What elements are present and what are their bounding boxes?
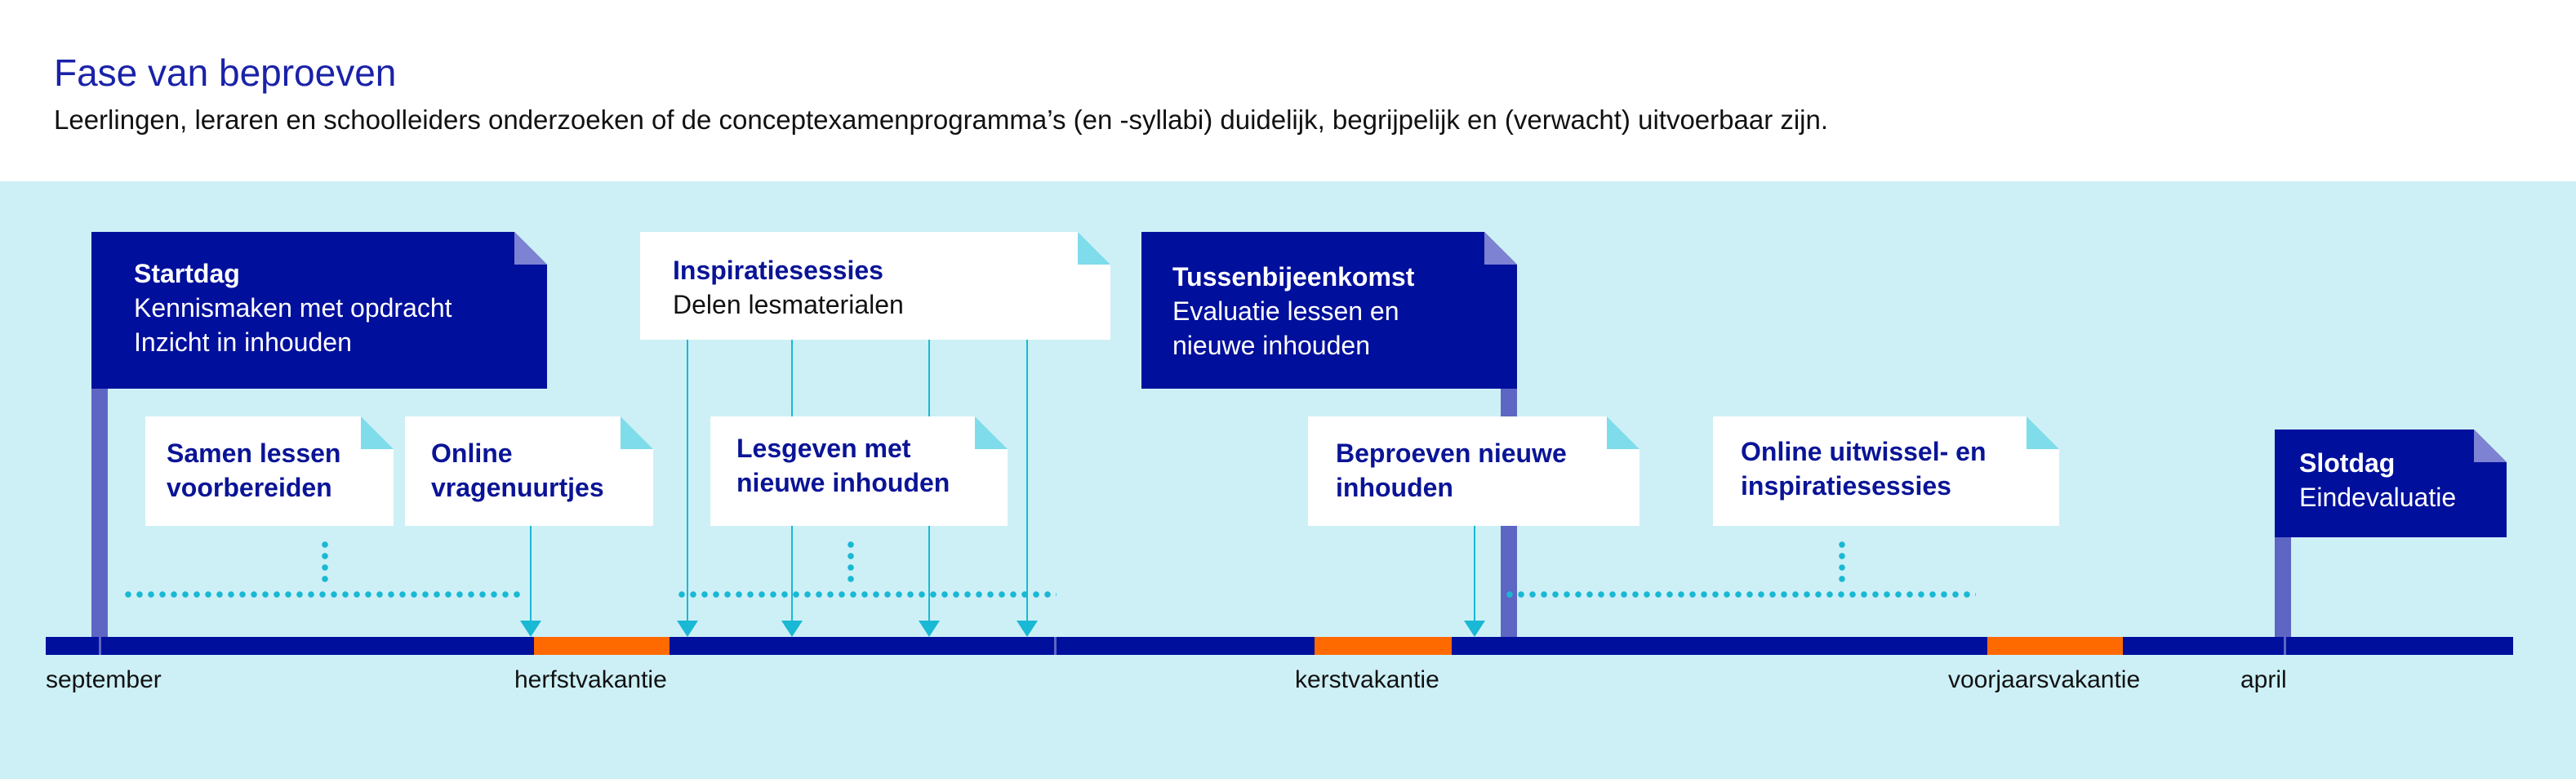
timeline-tick xyxy=(1054,637,1057,655)
activity-line: Samen lessen xyxy=(167,438,341,468)
activity-online-vragenuurtjes: Online vragenuurtjes xyxy=(405,416,653,526)
activity-line: Beproeven nieuwe xyxy=(1336,438,1567,468)
arrow-down-icon xyxy=(677,621,698,637)
dotted-line xyxy=(676,591,1057,598)
milestone-startdag: Startdag Kennismaken met opdracht Inzich… xyxy=(91,232,547,389)
milestone-line: Kennismaken met opdracht xyxy=(134,293,452,323)
milestone-tussenbijeenkomst: Tussenbijeenkomst Evaluatie lessen en ni… xyxy=(1141,232,1517,389)
activity-line: nieuwe inhouden xyxy=(736,468,950,497)
label-april: april xyxy=(2240,666,2287,693)
slotdag-pole xyxy=(2275,531,2291,639)
page-title: Fase van beproeven xyxy=(54,51,397,94)
timeline-tick xyxy=(99,637,101,655)
page-subtitle: Leerlingen, leraren en schoolleiders ond… xyxy=(54,105,1829,135)
activity-line: Delen lesmaterialen xyxy=(673,290,904,319)
startdag-pole xyxy=(91,384,108,639)
arrow-down-icon xyxy=(520,621,541,637)
dotted-connector xyxy=(322,539,328,585)
activity-line: vragenuurtjes xyxy=(431,473,604,502)
activity-lesgeven: Lesgeven met nieuwe inhouden xyxy=(710,416,1008,526)
label-voorjaarsvakantie: voorjaarsvakantie xyxy=(1948,666,2141,693)
milestone-line: Eindevaluatie xyxy=(2299,483,2457,512)
arrow-line xyxy=(687,340,688,624)
arrow-line xyxy=(530,526,532,624)
activity-line: Online xyxy=(431,438,513,468)
dotted-connector xyxy=(848,539,854,585)
label-kerstvakantie: kerstvakantie xyxy=(1295,666,1439,693)
dotted-connector xyxy=(1839,539,1845,585)
milestone-line: Evaluatie lessen en xyxy=(1172,296,1399,326)
activity-inspiratiesessies: Inspiratiesessies Delen lesmaterialen xyxy=(640,232,1110,340)
activity-line: Lesgeven met xyxy=(736,434,911,463)
timeline-tick xyxy=(2284,637,2286,655)
activity-samen-lessen: Samen lessen voorbereiden xyxy=(145,416,394,526)
herfstvakantie-segment xyxy=(534,637,670,655)
milestone-slotdag: Slotdag Eindevaluatie xyxy=(2275,430,2507,537)
dotted-line xyxy=(1504,591,1976,598)
milestone-title: Tussenbijeenkomst xyxy=(1172,262,1415,292)
milestone-line: nieuwe inhouden xyxy=(1172,331,1370,360)
activity-beproeven: Beproeven nieuwe inhouden xyxy=(1308,416,1639,526)
activity-line: inhouden xyxy=(1336,473,1453,502)
arrow-down-icon xyxy=(919,621,940,637)
activity-line: voorbereiden xyxy=(167,473,332,502)
kerstvakantie-segment xyxy=(1315,637,1452,655)
dotted-line xyxy=(122,591,523,598)
label-herfstvakantie: herfstvakantie xyxy=(514,666,667,693)
activity-online-uitwissel: Online uitwissel- en inspiratiesessies xyxy=(1713,416,2059,526)
arrow-line xyxy=(1026,340,1028,624)
arrow-line xyxy=(1474,526,1475,624)
milestone-line: Inzicht in inhouden xyxy=(134,327,352,357)
activity-line: Online uitwissel- en xyxy=(1741,437,1987,466)
milestone-title: Startdag xyxy=(134,259,240,288)
arrow-down-icon xyxy=(1017,621,1038,637)
header: Fase van beproeven Leerlingen, leraren e… xyxy=(0,0,2576,181)
arrow-down-icon xyxy=(1464,621,1485,637)
voorjaarsvakantie-segment xyxy=(1987,637,2123,655)
milestone-title: Slotdag xyxy=(2299,448,2396,478)
activity-title: Inspiratiesessies xyxy=(673,256,883,285)
label-september: september xyxy=(46,666,162,693)
activity-line: inspiratiesessies xyxy=(1741,471,1951,501)
timeline-bar xyxy=(46,637,2513,655)
arrow-down-icon xyxy=(781,621,803,637)
